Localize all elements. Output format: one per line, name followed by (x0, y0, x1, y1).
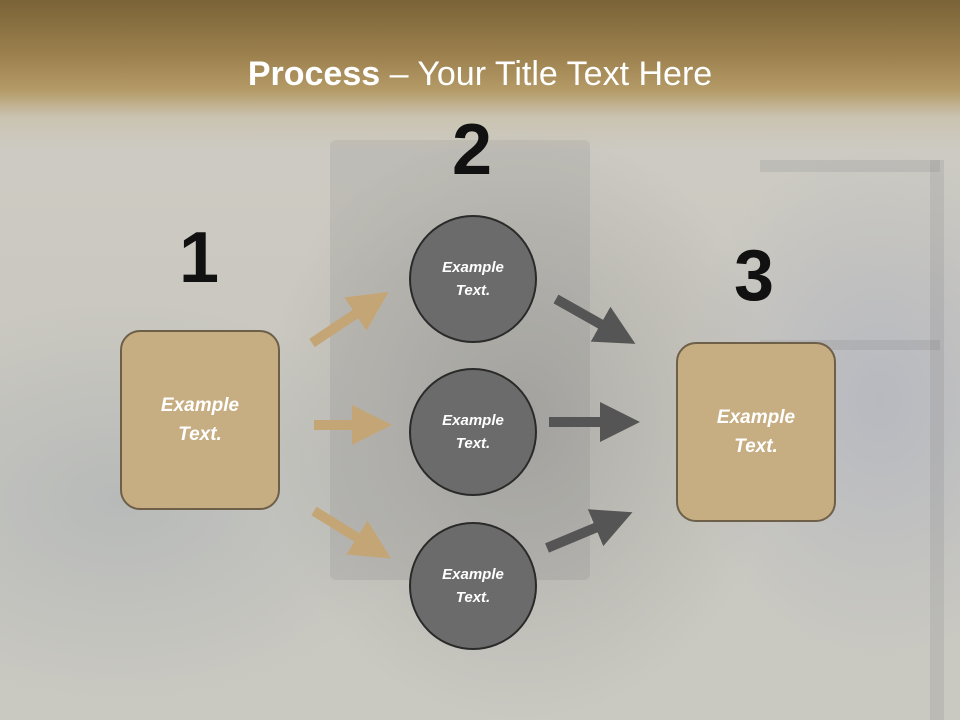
step-box-1-label: Example Text. (160, 395, 240, 445)
step-number-1: 1 (178, 218, 220, 298)
circle-node-2[interactable]: Example Text. (409, 368, 537, 496)
title-bar (0, 0, 960, 150)
arrow-circle3-to-box3 (545, 509, 633, 553)
step-box-3[interactable]: Example Text. (676, 342, 836, 522)
background-post-shape (930, 160, 944, 720)
circle-node-3[interactable]: Example Text. (409, 522, 537, 650)
step-number-3: 3 (733, 236, 775, 316)
title-bold: Process (247, 55, 381, 93)
arrow-box1-to-circle1 (309, 291, 389, 348)
circle-node-1[interactable]: Example Text. (409, 215, 537, 343)
arrow-circle1-to-box3 (553, 294, 636, 344)
background-machine-shape (330, 140, 590, 580)
circle-node-2-label: Example Text. (442, 412, 504, 452)
title-rest: – Your Title Text Here (380, 55, 713, 93)
circle-node-3-label: Example Text. (442, 566, 504, 606)
background-shelf-shape (760, 160, 940, 172)
circle-node-1-label: Example Text. (442, 259, 504, 299)
slide-title: Process – Your Title Text Here (0, 52, 960, 96)
step-box-1[interactable]: Example Text. (120, 330, 280, 510)
step-box-3-label: Example Text. (716, 407, 796, 457)
arrow-box1-to-circle3 (311, 506, 392, 559)
background-shelf-shape (760, 340, 940, 350)
step-number-2: 2 (451, 110, 493, 190)
